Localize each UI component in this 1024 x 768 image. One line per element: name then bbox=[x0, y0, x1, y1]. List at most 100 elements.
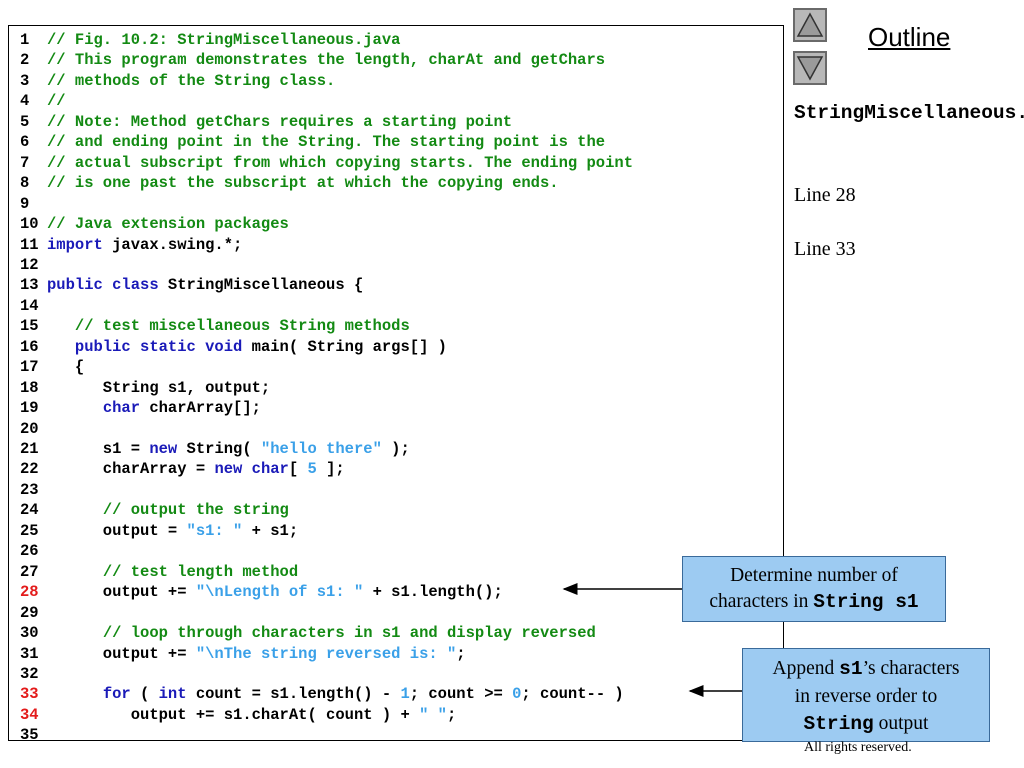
line-number: 33 bbox=[20, 685, 39, 704]
line-number: 16 bbox=[20, 337, 39, 356]
code-token: for bbox=[102, 685, 131, 704]
code-line: 33 for ( int count = s1.length() - 1; co… bbox=[9, 684, 624, 704]
outline-link[interactable]: Outline bbox=[868, 22, 951, 52]
line-number: 32 bbox=[20, 664, 39, 683]
code-token: "\nThe string reversed is: " bbox=[195, 644, 457, 663]
code-token: count = s1.length() - bbox=[186, 685, 401, 704]
line-number: 12 bbox=[20, 255, 39, 274]
code-token: StringMiscellaneous { bbox=[158, 276, 364, 295]
code-token: main( String args[] ) bbox=[242, 337, 447, 356]
line-number: 14 bbox=[20, 296, 39, 315]
code-line: 1 // Fig. 10.2: StringMiscellaneous.java bbox=[9, 30, 400, 50]
code-line: 35 bbox=[9, 725, 47, 741]
code-token: 1 bbox=[400, 685, 410, 704]
line-number: 3 bbox=[20, 71, 30, 90]
line-number: 5 bbox=[20, 112, 30, 131]
code-token: "s1: " bbox=[186, 521, 243, 540]
code-token: // output the string bbox=[102, 501, 289, 520]
line-number: 13 bbox=[20, 276, 39, 295]
code-line: 32 bbox=[9, 664, 47, 684]
code-token: ; count >= bbox=[409, 685, 513, 704]
line-number: 23 bbox=[20, 480, 39, 499]
code-line: 34 output += s1.charAt( count ) + " "; bbox=[9, 705, 456, 725]
line-number: 15 bbox=[20, 317, 39, 336]
code-line: 4// bbox=[9, 91, 66, 111]
code-token: ; bbox=[456, 644, 466, 663]
code-line: 6// and ending point in the String. The … bbox=[9, 132, 605, 152]
callout-text: characters in bbox=[709, 591, 814, 612]
code-line: 25 output = "s1: " + s1; bbox=[9, 521, 298, 541]
line-number: 6 bbox=[20, 133, 30, 152]
code-line: 9 bbox=[9, 194, 47, 214]
code-token: // Note: Method getChars requires a star… bbox=[47, 112, 513, 131]
code-token: public class bbox=[47, 276, 159, 295]
line-number: 26 bbox=[20, 542, 39, 561]
code-token: // Java extension packages bbox=[47, 215, 289, 234]
code-token: // is one past the subscript at which th… bbox=[47, 174, 559, 193]
code-line: 23 bbox=[9, 480, 47, 500]
next-slide-button[interactable] bbox=[793, 51, 827, 85]
code-token: charArray[]; bbox=[140, 399, 261, 418]
code-line: 21 s1 = new String( "hello there" ); bbox=[9, 439, 410, 459]
code-line: 27 // test length method bbox=[9, 562, 298, 582]
code-line: 7// actual subscript from which copying … bbox=[9, 153, 633, 173]
code-line: 31 output += "\nThe string reversed is: … bbox=[9, 644, 466, 664]
code-line: 18 String s1, output; bbox=[9, 378, 270, 398]
line-number: 27 bbox=[20, 562, 39, 581]
code-line: 19 char charArray[]; bbox=[9, 398, 261, 418]
code-line: 30 // loop through characters in s1 and … bbox=[9, 623, 596, 643]
triangle-down-icon bbox=[796, 56, 824, 81]
code-token: ]; bbox=[316, 460, 345, 479]
code-token: // Fig. 10.2: StringMiscellaneous.java bbox=[47, 31, 401, 49]
line-number: 1 bbox=[20, 31, 30, 49]
line-number: 35 bbox=[20, 726, 39, 741]
code-token: public static void bbox=[74, 337, 243, 356]
code-line: 14 bbox=[9, 296, 47, 316]
code-token: output = bbox=[47, 521, 187, 540]
code-token: // test length method bbox=[102, 562, 299, 581]
code-line: 29 bbox=[9, 603, 47, 623]
code-line: 20 bbox=[9, 419, 47, 439]
code-token: // actual subscript from which copying s… bbox=[47, 153, 633, 172]
line-note: Line 28 bbox=[794, 184, 856, 206]
code-line: 17 { bbox=[9, 357, 84, 377]
line-number: 25 bbox=[20, 521, 39, 540]
callout-text: String s1 bbox=[813, 591, 919, 613]
code-line: 28 output += "\nLength of s1: " + s1.len… bbox=[9, 582, 503, 602]
code-token: String s1, output; bbox=[47, 378, 271, 397]
code-token: output += bbox=[47, 583, 196, 602]
code-token: // This program demonstrates the length,… bbox=[47, 51, 606, 70]
code-token: // methods of the String class. bbox=[47, 71, 336, 90]
file-name-label: StringMiscellaneous.java bbox=[794, 102, 1024, 124]
line-number: 30 bbox=[20, 624, 39, 643]
code-token: s1 = bbox=[47, 440, 150, 458]
code-line: 10// Java extension packages bbox=[9, 214, 289, 234]
previous-slide-button[interactable] bbox=[793, 8, 827, 42]
code-line: 2 // This program demonstrates the length… bbox=[9, 50, 605, 70]
code-token: output += s1.charAt( count ) + bbox=[47, 705, 420, 724]
code-line: 13 public class StringMiscellaneous { bbox=[9, 275, 363, 295]
line-number: 22 bbox=[20, 460, 39, 479]
footer-text: All rights reserved. bbox=[804, 740, 912, 755]
callout-text: in reverse order to bbox=[794, 686, 938, 707]
line-number: 18 bbox=[20, 378, 39, 397]
line-number: 28 bbox=[20, 583, 39, 602]
code-token: import bbox=[47, 235, 103, 254]
code-token: new bbox=[149, 440, 178, 458]
line-number: 31 bbox=[20, 644, 39, 663]
code-line: 22 charArray = new char[ 5 ]; bbox=[9, 459, 345, 479]
line-number: 2 bbox=[20, 51, 30, 70]
code-token: 0 bbox=[512, 685, 522, 704]
code-line: 15 // test miscellaneous String methods bbox=[9, 316, 410, 336]
line-number: 4 bbox=[20, 92, 30, 111]
code-token: "\nLength of s1: " bbox=[195, 583, 364, 602]
code-line: 3 // methods of the String class. bbox=[9, 71, 335, 91]
code-token: 5 bbox=[307, 460, 317, 479]
code-token: ( bbox=[130, 685, 159, 704]
triangle-up-icon bbox=[796, 12, 824, 37]
line-number: 9 bbox=[20, 194, 30, 213]
